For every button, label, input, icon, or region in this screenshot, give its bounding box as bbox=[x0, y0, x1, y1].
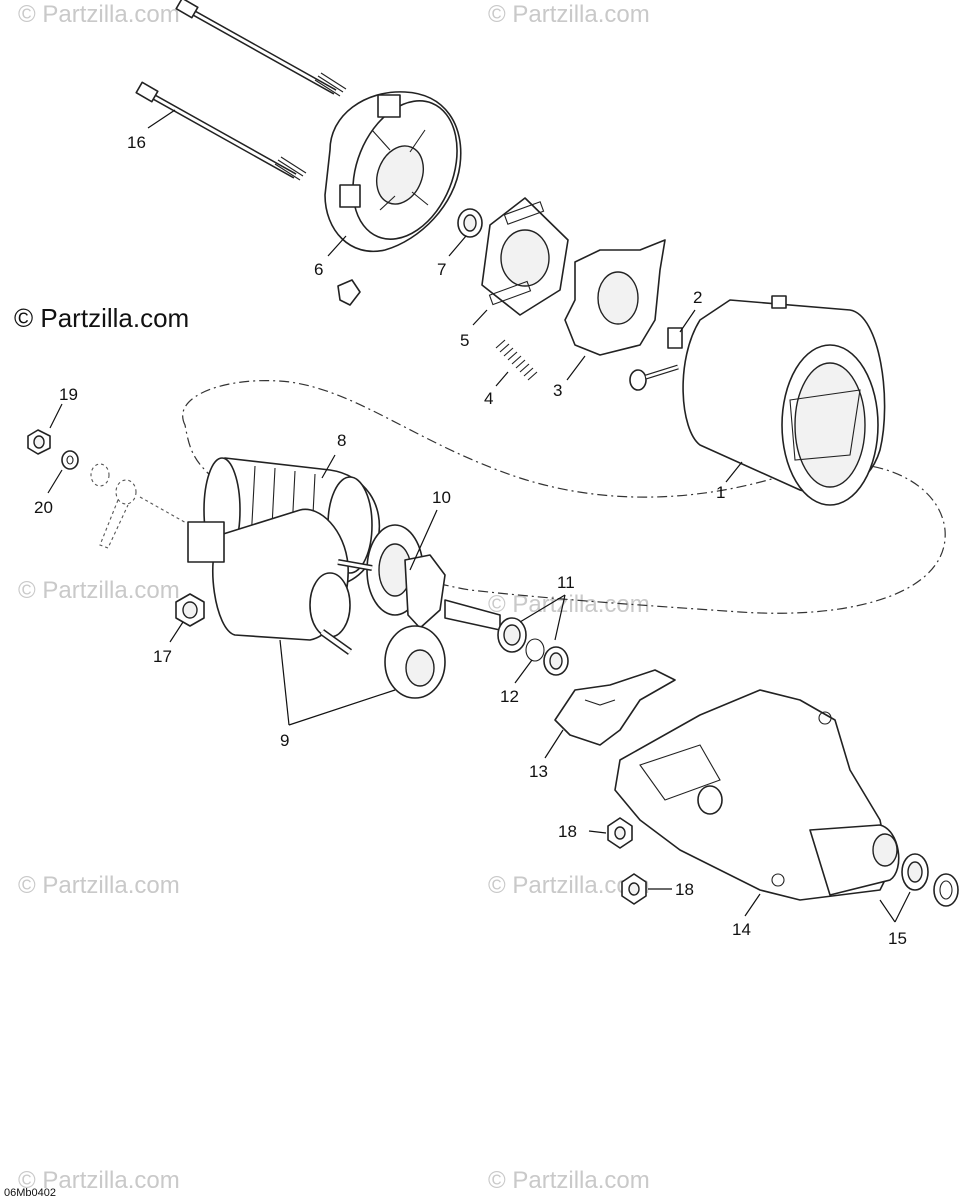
leader-lines bbox=[47, 109, 911, 923]
callout-17: 17 bbox=[153, 647, 172, 666]
callout-2: 2 bbox=[693, 288, 702, 307]
thrust-washer[interactable] bbox=[543, 646, 569, 676]
callout-5: 5 bbox=[460, 331, 469, 350]
stop-collar[interactable] bbox=[497, 617, 527, 653]
callout-8: 8 bbox=[337, 431, 346, 450]
callout-16: 16 bbox=[127, 133, 146, 152]
callout-13: 13 bbox=[529, 762, 548, 781]
callout-6: 6 bbox=[314, 260, 323, 279]
callout-19: 19 bbox=[59, 385, 78, 404]
terminal-ghost-outline bbox=[90, 463, 189, 549]
rear-end-frame[interactable] bbox=[324, 85, 476, 254]
solenoid-switch[interactable] bbox=[187, 508, 373, 655]
brand-label: © Partzilla.com bbox=[14, 303, 189, 333]
callout-20: 20 bbox=[34, 498, 53, 517]
callout-4: 4 bbox=[484, 389, 493, 408]
callout-1: 1 bbox=[716, 483, 725, 502]
watermark-bottom-right: © Partzilla.com bbox=[488, 1167, 650, 1194]
through-bolt-upper[interactable] bbox=[175, 0, 347, 97]
watermark-low-left: © Partzilla.com bbox=[18, 872, 180, 899]
brush-spring[interactable] bbox=[495, 339, 538, 381]
terminal-nut[interactable] bbox=[27, 429, 51, 455]
watermark-bottom-left: © Partzilla.com bbox=[18, 1167, 180, 1194]
callout-9: 9 bbox=[280, 731, 289, 750]
watermark-top-left: © Partzilla.com bbox=[18, 1, 180, 28]
assembly-group-outline bbox=[182, 380, 946, 614]
callout-10: 10 bbox=[432, 488, 451, 507]
solenoid-nut[interactable] bbox=[175, 593, 205, 627]
terminal-bolt[interactable] bbox=[629, 327, 683, 391]
callout-12: 12 bbox=[500, 687, 519, 706]
through-bolt-lower[interactable] bbox=[135, 81, 307, 181]
callout-7: 7 bbox=[437, 260, 446, 279]
overrunning-clutch[interactable] bbox=[366, 524, 501, 631]
drive-lever[interactable] bbox=[554, 669, 676, 746]
callout-3: 3 bbox=[553, 381, 562, 400]
callout-11: 11 bbox=[557, 573, 575, 592]
brush-holder[interactable] bbox=[564, 239, 666, 356]
terminal-lock-washer[interactable] bbox=[61, 450, 79, 470]
watermark-top-right: © Partzilla.com bbox=[488, 1, 650, 28]
plunger-cover[interactable] bbox=[384, 625, 446, 699]
watermark-mid-right: © Partzilla.com bbox=[488, 591, 650, 618]
rear-frame-clip[interactable] bbox=[337, 279, 361, 306]
drive-bushing[interactable] bbox=[901, 853, 929, 891]
flange-nut-lower[interactable] bbox=[621, 873, 647, 905]
yoke-assembly[interactable] bbox=[682, 295, 886, 506]
oil-seal[interactable] bbox=[933, 873, 959, 907]
watermark-mid-left: © Partzilla.com bbox=[18, 577, 180, 604]
callout-18-upper: 18 bbox=[558, 822, 577, 841]
brush-plate[interactable] bbox=[481, 197, 569, 316]
callout-labels: 1 2 3 4 5 6 7 8 9 10 11 12 13 14 15 16 1… bbox=[34, 133, 907, 948]
snap-ring[interactable] bbox=[525, 638, 545, 662]
diagram-code: 06Mb0402 bbox=[4, 1187, 56, 1199]
drive-housing[interactable] bbox=[614, 689, 900, 901]
flange-nut-upper[interactable] bbox=[607, 817, 633, 849]
bushing[interactable] bbox=[457, 208, 483, 238]
callout-15: 15 bbox=[888, 929, 907, 948]
callout-18-lower: 18 bbox=[675, 880, 694, 899]
callout-14: 14 bbox=[732, 920, 751, 939]
